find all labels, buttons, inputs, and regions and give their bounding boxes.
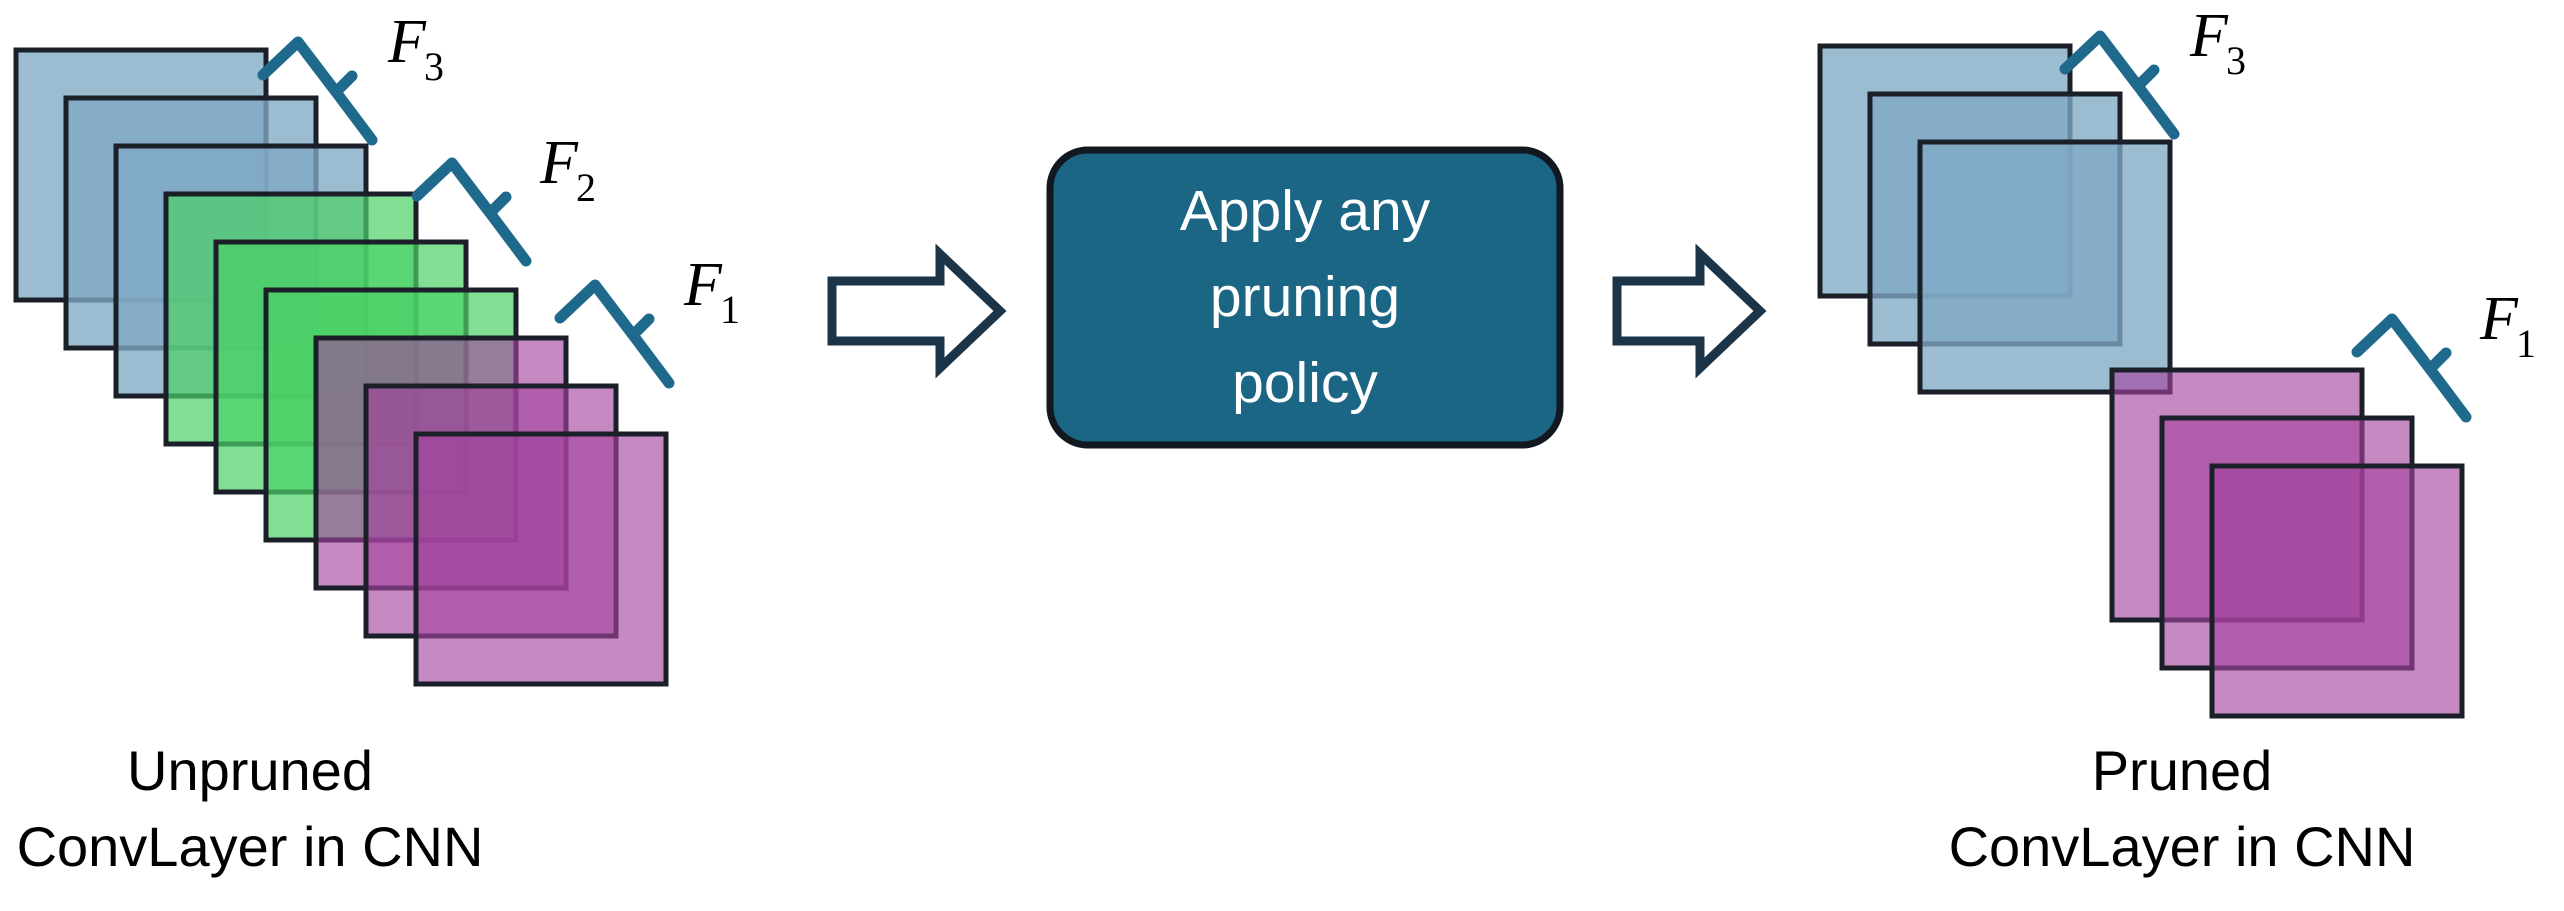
- right-brace-f1: F 1: [2351, 285, 2536, 423]
- left-f1-square-3: [413, 431, 669, 687]
- right-f1-square-3: [2209, 463, 2465, 719]
- right-brace-f3: F 3: [2059, 2, 2246, 140]
- right-f1-label: F: [2479, 285, 2519, 353]
- left-caption-line1: Unpruned: [127, 739, 373, 802]
- left-f1-sublabel: 1: [720, 287, 740, 332]
- left-stack-group: F 3 F 2 F 1 Unpruned ConvLayer in CNN: [13, 8, 740, 878]
- right-filter-group-f3: [1817, 43, 2173, 395]
- right-filter-group-f1: [2109, 367, 2465, 719]
- left-brace-f2: F 2: [411, 129, 596, 267]
- left-caption-line2: ConvLayer in CNN: [17, 815, 484, 878]
- left-brace-f3: F 3: [257, 8, 444, 146]
- right-f1-sublabel: 1: [2516, 321, 2536, 366]
- left-f1-label: F: [683, 251, 723, 319]
- left-filter-group-f1: [313, 335, 669, 687]
- left-brace-f1: F 1: [554, 251, 740, 389]
- right-f3-sublabel: 3: [2226, 38, 2246, 83]
- policy-text-line1: Apply any: [1180, 179, 1431, 243]
- left-f2-label: F: [539, 129, 579, 197]
- right-caption-line2: ConvLayer in CNN: [1949, 815, 2416, 878]
- policy-text-line3: policy: [1232, 351, 1378, 415]
- right-stack-group: F 3 F 1 Pruned ConvLayer in CNN: [1817, 2, 2536, 878]
- arrow-right-icon-2: [1612, 243, 1767, 379]
- apply-pruning-policy-box[interactable]: Apply any pruning policy: [1046, 146, 1564, 449]
- right-f3-square-3: [1917, 139, 2173, 395]
- arrow-right-icon-1: [827, 243, 1007, 379]
- policy-text-line2: pruning: [1210, 265, 1400, 329]
- right-caption-line1: Pruned: [2092, 739, 2273, 802]
- right-f3-label: F: [2189, 2, 2229, 70]
- left-f2-sublabel: 2: [576, 165, 596, 210]
- policy-box-rect[interactable]: [1046, 146, 1564, 449]
- left-f3-sublabel: 3: [424, 44, 444, 89]
- left-f3-label: F: [387, 8, 427, 76]
- center-flow-group: Apply any pruning policy: [827, 146, 1767, 449]
